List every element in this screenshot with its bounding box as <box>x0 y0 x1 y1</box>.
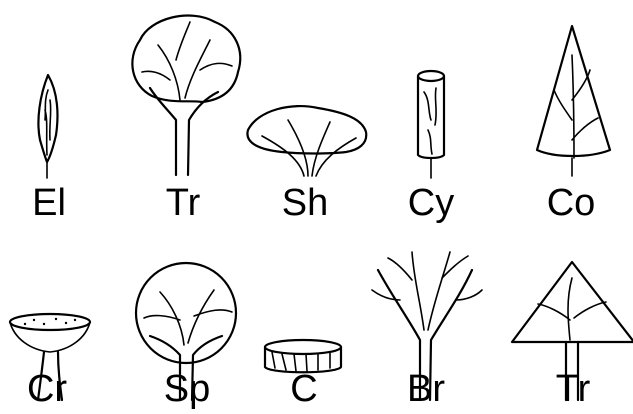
label-cr: Cr <box>0 369 107 409</box>
label-sp: Sp <box>127 369 247 409</box>
label-cy: Cy <box>371 183 491 223</box>
cylinder-tree-icon <box>418 71 444 178</box>
label-el: El <box>0 183 109 223</box>
label-tr-bottom: Tr <box>513 369 633 409</box>
rounded-crown-tree-icon <box>132 16 240 175</box>
label-tr-top: Tr <box>123 183 243 223</box>
cone-tree-icon <box>537 26 610 176</box>
shrub-tree-icon <box>247 106 366 176</box>
label-sh: Sh <box>245 183 365 223</box>
label-br: Br <box>366 369 486 409</box>
label-c: C <box>244 369 364 409</box>
elongated-tree-icon <box>38 75 57 178</box>
label-co: Co <box>511 183 631 223</box>
